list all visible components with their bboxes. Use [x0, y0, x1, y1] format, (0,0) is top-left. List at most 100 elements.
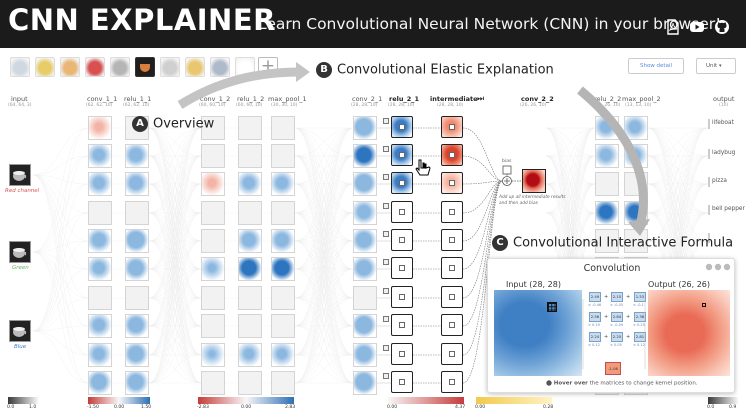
formula-output-matrix[interactable]: [648, 290, 730, 376]
kernel-chip-6[interactable]: [383, 259, 389, 265]
show-detail-button[interactable]: Show detail: [628, 58, 684, 74]
node-conv_1_2-5[interactable]: [201, 229, 225, 253]
node-relu_2_2-5[interactable]: [595, 229, 619, 253]
node-conv_2_1-1[interactable]: [353, 116, 377, 140]
node-intermediate-10[interactable]: [441, 371, 463, 393]
node-conv_2_1-9[interactable]: [353, 343, 377, 367]
output-node-5[interactable]: [708, 233, 710, 243]
node-relu_2_1-5[interactable]: [391, 229, 413, 251]
node-max_pool_1-8[interactable]: [271, 314, 295, 338]
node-relu_1_1-4[interactable]: [125, 201, 149, 225]
input-blue-channel[interactable]: [9, 320, 31, 342]
thumbnail-4[interactable]: [85, 57, 105, 77]
node-relu_2_1-10[interactable]: [391, 371, 413, 393]
kernel-chip-9[interactable]: [383, 345, 389, 351]
node-max_pool_1-10[interactable]: [271, 371, 295, 395]
node-conv_1_1-5[interactable]: [88, 229, 112, 253]
node-relu_1_2-5[interactable]: [238, 229, 262, 253]
output-node-2[interactable]: [708, 149, 710, 159]
node-relu_1_2-9[interactable]: [238, 343, 262, 367]
kernel-chip-3[interactable]: [383, 174, 389, 180]
node-relu_2_1-8[interactable]: [391, 314, 413, 336]
node-intermediate-8[interactable]: [441, 314, 463, 336]
kernel-chip-2[interactable]: [383, 146, 389, 152]
node-relu_2_1-9[interactable]: [391, 343, 413, 365]
node-relu_2_1-2[interactable]: [391, 144, 413, 166]
info-icon[interactable]: [705, 263, 713, 271]
node-conv_2_1-7[interactable]: [353, 286, 377, 310]
node-conv_2_1-8[interactable]: [353, 314, 377, 338]
conv_2_2-active-node[interactable]: [522, 169, 546, 193]
input-red-channel[interactable]: [9, 164, 31, 186]
node-relu_1_2-2[interactable]: [238, 144, 262, 168]
close-icon[interactable]: [723, 263, 731, 271]
node-conv_1_2-10[interactable]: [201, 371, 225, 395]
node-relu_1_2-4[interactable]: [238, 201, 262, 225]
kernel-chip-7[interactable]: [383, 288, 389, 294]
thumbnail-3[interactable]: [60, 57, 80, 77]
node-conv_1_1-7[interactable]: [88, 286, 112, 310]
node-relu_1_2-7[interactable]: [238, 286, 262, 310]
node-relu_1_1-5[interactable]: [125, 229, 149, 253]
node-conv_2_1-3[interactable]: [353, 172, 377, 196]
node-intermediate-6[interactable]: [441, 257, 463, 279]
node-intermediate-7[interactable]: [441, 286, 463, 308]
input-green-channel[interactable]: [9, 241, 31, 263]
node-max_pool_1-6[interactable]: [271, 257, 295, 281]
node-max_pool_1-9[interactable]: [271, 343, 295, 367]
thumbnail-7[interactable]: [160, 57, 180, 77]
node-relu_2_2-4[interactable]: [595, 201, 619, 225]
node-relu_1_2-3[interactable]: [238, 172, 262, 196]
node-intermediate-1[interactable]: [441, 116, 463, 138]
node-conv_2_1-2[interactable]: [353, 144, 377, 168]
node-relu_1_1-9[interactable]: [125, 343, 149, 367]
kernel-chip-1[interactable]: [383, 118, 389, 124]
node-relu_1_1-2[interactable]: [125, 144, 149, 168]
youtube-icon[interactable]: [689, 19, 705, 35]
node-conv_1_1-10[interactable]: [88, 371, 112, 395]
kernel-chip-4[interactable]: [383, 203, 389, 209]
node-conv_1_1-4[interactable]: [88, 201, 112, 225]
node-relu_2_2-2[interactable]: [595, 144, 619, 168]
node-conv_1_1-1[interactable]: [88, 116, 112, 140]
thumbnail-6[interactable]: [135, 57, 155, 77]
node-conv_1_1-3[interactable]: [88, 172, 112, 196]
node-intermediate-2[interactable]: [441, 144, 463, 166]
play-icon[interactable]: [714, 263, 722, 271]
node-max_pool_1-1[interactable]: [271, 116, 295, 140]
kernel-chip-8[interactable]: [383, 316, 389, 322]
thumbnail-8[interactable]: [185, 57, 205, 77]
node-conv_2_1-4[interactable]: [353, 201, 377, 225]
node-conv_1_2-4[interactable]: [201, 201, 225, 225]
node-conv_2_1-10[interactable]: [353, 371, 377, 395]
node-max_pool_1-2[interactable]: [271, 144, 295, 168]
node-max_pool_1-3[interactable]: [271, 172, 295, 196]
node-conv_1_2-7[interactable]: [201, 286, 225, 310]
node-conv_1_2-6[interactable]: [201, 257, 225, 281]
node-conv_1_2-2[interactable]: [201, 144, 225, 168]
node-relu_2_1-4[interactable]: [391, 201, 413, 223]
node-relu_1_1-8[interactable]: [125, 314, 149, 338]
node-max_pool_2-1[interactable]: [624, 116, 648, 140]
node-relu_1_1-10[interactable]: [125, 371, 149, 395]
node-conv_1_2-3[interactable]: [201, 172, 225, 196]
github-icon[interactable]: [714, 19, 730, 35]
kernel-chip-5[interactable]: [383, 231, 389, 237]
thumbnail-2[interactable]: [35, 57, 55, 77]
node-relu_1_1-7[interactable]: [125, 286, 149, 310]
node-intermediate-5[interactable]: [441, 229, 463, 251]
play-button[interactable]: ⏭: [477, 94, 485, 103]
node-relu_1_1-6[interactable]: [125, 257, 149, 281]
output-node-4[interactable]: [708, 205, 710, 215]
node-conv_1_2-1[interactable]: [201, 116, 225, 140]
node-relu_1_1-3[interactable]: [125, 172, 149, 196]
node-intermediate-4[interactable]: [441, 201, 463, 223]
node-conv_1_1-8[interactable]: [88, 314, 112, 338]
node-relu_1_2-6[interactable]: [238, 257, 262, 281]
node-conv_1_2-9[interactable]: [201, 343, 225, 367]
node-conv_2_1-6[interactable]: [353, 257, 377, 281]
node-conv_1_1-6[interactable]: [88, 257, 112, 281]
node-relu_2_1-1[interactable]: [391, 116, 413, 138]
pdf-icon[interactable]: [665, 19, 681, 35]
node-intermediate-9[interactable]: [441, 343, 463, 365]
